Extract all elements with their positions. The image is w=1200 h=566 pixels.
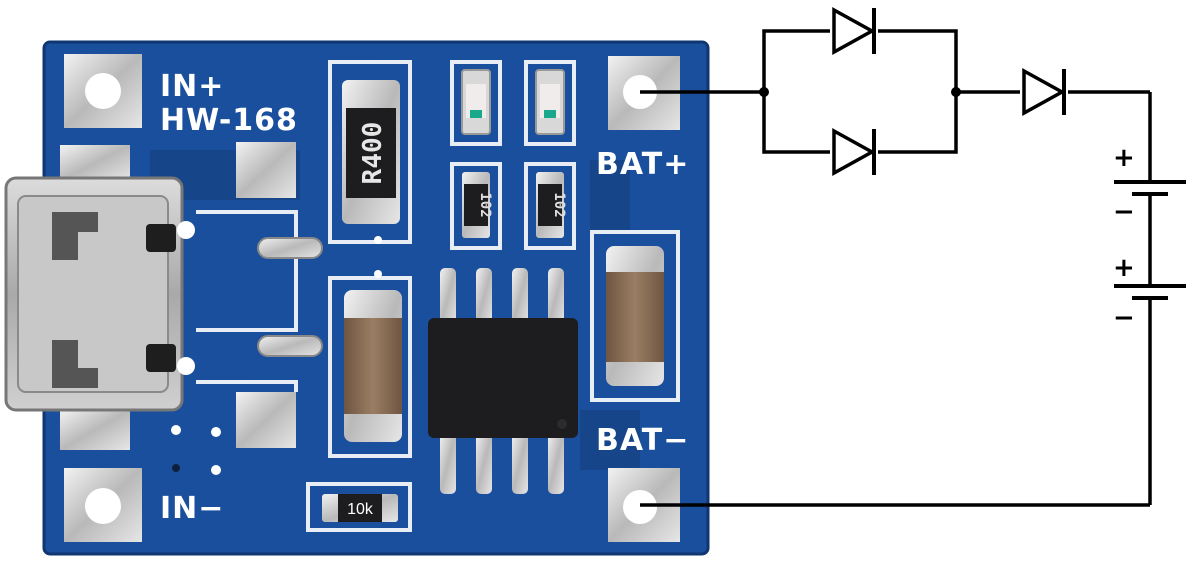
diode-parallel-bottom [830, 128, 878, 176]
label-bat-plus: BAT+ [596, 147, 689, 182]
capacitor-right [606, 246, 664, 386]
resistor-r400: R400 [342, 80, 400, 224]
cell1-minus-sign: − [1113, 197, 1135, 227]
resistor-102-left-marking: 102 [477, 192, 493, 217]
capacitor-left [344, 290, 402, 442]
diode-parallel-top [830, 7, 878, 55]
solder-jumper-top [257, 237, 323, 259]
test-pad-upper [236, 142, 296, 198]
diode-series [1020, 68, 1068, 116]
junction-dot-left [759, 87, 769, 97]
usb-tab-lower [60, 410, 130, 450]
cell1-plus-sign: + [1113, 143, 1135, 173]
silkscreen-lines [196, 60, 680, 532]
label-bat-minus: BAT− [596, 423, 689, 458]
label-model: HW-168 [160, 103, 298, 138]
cell2-minus-sign: − [1113, 303, 1135, 333]
led-left [461, 69, 491, 135]
charger-ic-sop8 [428, 268, 578, 494]
mounting-hole-top-left [64, 54, 142, 128]
resistor-10k: 10k [322, 494, 398, 522]
tp4056-board: R400 102 102 [4, 40, 710, 556]
resistor-102-right: 102 [536, 172, 567, 238]
solder-jumper-bottom [257, 335, 323, 357]
cell2-plus-sign: + [1113, 253, 1135, 283]
junction-dot-right [951, 87, 961, 97]
resistor-102-right-marking: 102 [551, 192, 567, 217]
circuit-schematic [640, 29, 1152, 507]
battery-cell-2 [1114, 284, 1186, 300]
usb-tab-upper [60, 145, 130, 181]
battery-cell-1 [1114, 180, 1186, 196]
via-dots [171, 236, 382, 475]
micro-usb-connector [4, 176, 195, 412]
mounting-hole-bottom-left [64, 468, 142, 542]
test-pad-lower [236, 392, 296, 448]
resistor-102-left: 102 [462, 172, 493, 238]
resistor-10k-label: 10k [347, 501, 374, 518]
r400-marking: R400 [358, 122, 388, 185]
led-right [535, 69, 565, 135]
label-in-minus: IN− [160, 491, 224, 526]
label-in-plus: IN+ [160, 69, 224, 104]
